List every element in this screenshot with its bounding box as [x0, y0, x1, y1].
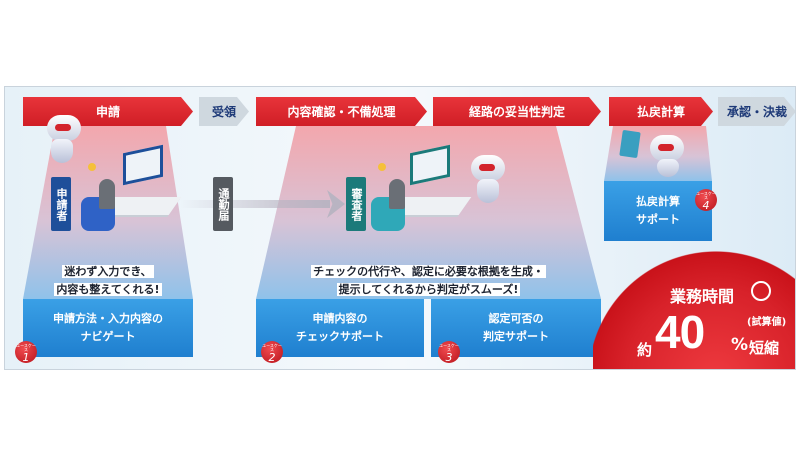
- reviewer-label: 審査者: [346, 177, 366, 231]
- badge-number: 2: [268, 351, 276, 364]
- flow-arrow-line: [180, 200, 330, 208]
- step-refund-calc: 払戻計算: [609, 97, 713, 126]
- step-label: 内容確認・不備処理: [287, 105, 396, 119]
- step-content-check: 内容確認・不備処理: [256, 97, 427, 126]
- comment-line: 内容も整えてくれる!: [54, 283, 162, 297]
- use-case-2: 申請内容の チェックサポート: [256, 299, 424, 357]
- document-text: 通勤届: [217, 187, 230, 221]
- badge-label: ユースケース: [696, 191, 716, 200]
- use-case-1: 申請方法・入力内容の ナビゲート: [23, 299, 193, 357]
- robot-head-icon: [471, 155, 505, 181]
- badge-number: 4: [702, 199, 710, 212]
- use-case-text: 認定可否の 判定サポート: [483, 312, 549, 343]
- step-label: 払戻計算: [636, 105, 685, 119]
- use-case-4: 払戻計算 サポート: [604, 181, 712, 241]
- step-label: 受領: [211, 105, 236, 119]
- comment-line: チェックの代行や、認定に必要な根拠を生成・: [311, 265, 546, 278]
- badge-label: ユースケース: [16, 343, 36, 352]
- use-case-text: 申請方法・入力内容の ナビゲート: [53, 312, 163, 343]
- result-circle: [593, 251, 795, 369]
- applicant-comment: 迷わず入力でき、 内容も整えてくれる!: [23, 263, 193, 299]
- result-prefix: 約: [637, 341, 653, 359]
- robot-body-icon: [657, 159, 679, 177]
- reviewer-text: 審査者: [350, 187, 363, 221]
- badge-label: ユースケース: [439, 343, 459, 352]
- use-case-text: 払戻計算 サポート: [636, 195, 680, 226]
- comment-line: 迷わず入力でき、: [62, 265, 154, 278]
- result-suffix: 短縮: [749, 339, 780, 357]
- step-label: 申請: [95, 105, 120, 119]
- step-route-validity: 経路の妥当性判定: [433, 97, 601, 126]
- calculator-icon: [619, 129, 641, 159]
- reviewer-comment: チェックの代行や、認定に必要な根拠を生成・ 提示してくれるから判定がスムーズ!: [256, 263, 601, 299]
- result-title: 業務時間: [670, 287, 735, 306]
- step-approval: 承認・決裁: [718, 97, 796, 126]
- robot-head-icon: [47, 115, 81, 141]
- stopwatch-icon: [751, 281, 771, 301]
- robot-body-icon: [477, 179, 499, 203]
- person-icon: [99, 179, 115, 209]
- applicant-text: 申請者: [55, 187, 68, 221]
- badge-label: ユースケース: [262, 343, 282, 352]
- applicant-label: 申請者: [51, 177, 71, 231]
- lightbulb-icon: [88, 163, 96, 171]
- result-unit: %: [731, 335, 749, 355]
- robot-body-icon: [51, 139, 73, 163]
- person-icon: [389, 179, 405, 209]
- workflow-diagram: 申請 受領 内容確認・不備処理 経路の妥当性判定 払戻計算 承認・決裁 通勤届 …: [4, 86, 796, 370]
- result-note: (試算値): [747, 317, 787, 328]
- badge-number: 1: [22, 351, 30, 364]
- use-case-text: 申請内容の チェックサポート: [296, 312, 384, 343]
- lightbulb-icon: [378, 163, 386, 171]
- step-label: 承認・決裁: [726, 105, 787, 119]
- step-receive: 受領: [199, 97, 249, 126]
- document-label: 通勤届: [213, 177, 233, 231]
- robot-head-icon: [650, 135, 684, 161]
- step-label: 経路の妥当性判定: [468, 105, 565, 119]
- result-value: 40: [655, 306, 705, 358]
- badge-number: 3: [445, 351, 453, 364]
- comment-line: 提示してくれるから判定がスムーズ!: [336, 283, 521, 297]
